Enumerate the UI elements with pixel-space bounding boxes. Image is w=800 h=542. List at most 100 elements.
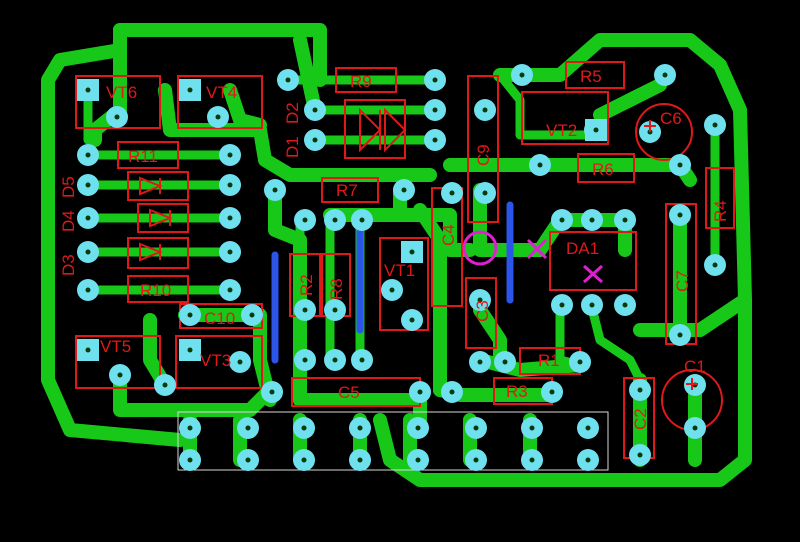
drill-hole bbox=[637, 452, 643, 458]
drill-hole bbox=[227, 182, 233, 188]
drill-hole bbox=[249, 312, 255, 318]
label-c6: C6 bbox=[660, 109, 682, 128]
vt1-outline bbox=[379, 237, 429, 331]
drill-hole bbox=[85, 287, 91, 293]
label-c9: C9 bbox=[474, 144, 493, 166]
drill-hole bbox=[417, 389, 423, 395]
r7-outline bbox=[321, 177, 379, 203]
drill-hole bbox=[409, 317, 415, 323]
label-d1: D1 bbox=[283, 136, 302, 158]
drill-hole bbox=[187, 312, 193, 318]
drill-hole bbox=[227, 287, 233, 293]
drill-hole bbox=[227, 152, 233, 158]
label-c3: C3 bbox=[473, 300, 492, 322]
label-c10: C10 bbox=[204, 309, 235, 328]
drill-hole bbox=[622, 217, 628, 223]
r10-outline bbox=[127, 275, 189, 303]
d5-outline bbox=[127, 171, 189, 201]
label-vt4: VT4 bbox=[206, 83, 237, 102]
label-r3: R3 bbox=[506, 382, 528, 401]
drill-hole bbox=[85, 152, 91, 158]
drill-hole bbox=[312, 107, 318, 113]
drill-hole bbox=[529, 457, 535, 463]
drill-hole bbox=[401, 187, 407, 193]
marker-circle bbox=[462, 230, 498, 266]
drill-hole bbox=[187, 457, 193, 463]
drill-hole bbox=[332, 357, 338, 363]
drill-hole bbox=[677, 162, 683, 168]
drill-hole bbox=[85, 347, 91, 353]
drill-hole bbox=[449, 190, 455, 196]
drill-hole bbox=[389, 287, 395, 293]
polarity-marks bbox=[644, 120, 698, 390]
drill-hole bbox=[585, 457, 591, 463]
pads-layer bbox=[77, 64, 726, 471]
label-r9: R9 bbox=[350, 72, 372, 91]
drill-hole bbox=[285, 77, 291, 83]
label-r8: R8 bbox=[327, 278, 346, 300]
label-r11: R11 bbox=[128, 147, 158, 166]
label-r4: R4 bbox=[711, 200, 730, 222]
label-c1: C1 bbox=[684, 357, 706, 376]
header-connector-outline bbox=[177, 411, 609, 471]
diode-symbol bbox=[384, 107, 407, 153]
label-d3: D3 bbox=[59, 254, 78, 276]
d4-outline bbox=[137, 203, 189, 233]
r11-outline bbox=[117, 141, 179, 169]
d3-outline bbox=[127, 237, 189, 269]
drill-hole bbox=[245, 457, 251, 463]
label-c4: C4 bbox=[439, 224, 458, 246]
drill-hole bbox=[559, 217, 565, 223]
c3-outline bbox=[465, 277, 497, 349]
r5-outline bbox=[565, 61, 625, 89]
r4-outline bbox=[705, 167, 735, 229]
label-d4: D4 bbox=[59, 210, 78, 232]
drill-hole bbox=[359, 357, 365, 363]
vt4-outline bbox=[177, 75, 263, 129]
drill-hole bbox=[677, 212, 683, 218]
diode-symbol bbox=[149, 208, 173, 228]
drill-hole bbox=[332, 217, 338, 223]
drill-hole bbox=[302, 217, 308, 223]
silkscreen-labels: VT6 VT4 R9 R5 D2 D1 VT2 C6 C9 R11 D5 D4 … bbox=[59, 67, 730, 430]
drill-hole bbox=[692, 425, 698, 431]
label-vt2: VT2 bbox=[546, 121, 577, 140]
drill-hole bbox=[301, 425, 307, 431]
drill-hole bbox=[473, 457, 479, 463]
label-c2: C2 bbox=[631, 408, 650, 430]
drill-hole bbox=[357, 425, 363, 431]
drill-hole bbox=[187, 347, 193, 353]
drill-hole bbox=[712, 122, 718, 128]
drill-hole bbox=[449, 389, 455, 395]
drill-hole bbox=[529, 425, 535, 431]
drill-hole bbox=[415, 425, 421, 431]
drill-hole bbox=[117, 372, 123, 378]
drill-hole bbox=[312, 137, 318, 143]
drill-hole bbox=[577, 359, 583, 365]
label-vt6: VT6 bbox=[106, 83, 137, 102]
marker-cross bbox=[526, 238, 548, 260]
vt6-outline bbox=[75, 75, 161, 129]
vt5-outline bbox=[75, 335, 161, 389]
drill-hole bbox=[677, 332, 683, 338]
drill-hole bbox=[302, 307, 308, 313]
drill-hole bbox=[622, 302, 628, 308]
drill-hole bbox=[187, 425, 193, 431]
label-vt3: VT3 bbox=[200, 351, 231, 370]
drill-hole bbox=[227, 215, 233, 221]
label-c5: C5 bbox=[338, 383, 360, 402]
drill-hole bbox=[637, 387, 643, 393]
drill-hole bbox=[245, 425, 251, 431]
c6-outline bbox=[635, 103, 693, 161]
drill-hole bbox=[519, 72, 525, 78]
label-r5: R5 bbox=[580, 67, 602, 86]
drill-hole bbox=[114, 114, 120, 120]
drill-hole bbox=[502, 359, 508, 365]
drill-hole bbox=[589, 302, 595, 308]
drill-hole bbox=[473, 425, 479, 431]
drill-hole bbox=[227, 249, 233, 255]
plus-sign bbox=[644, 120, 656, 132]
drill-hole bbox=[482, 190, 488, 196]
drill-hole bbox=[477, 297, 483, 303]
